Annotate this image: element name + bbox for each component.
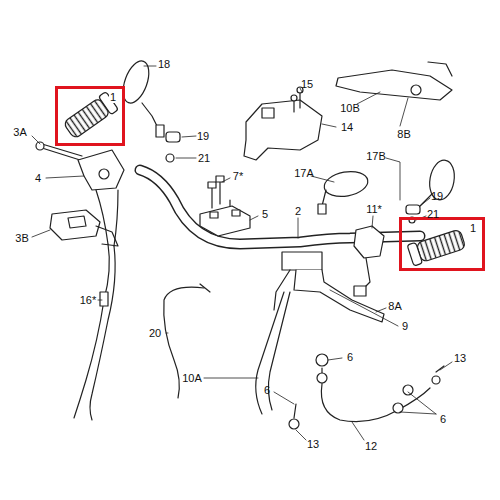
- callout-number: 19: [431, 190, 443, 202]
- callout-number: 8A: [388, 300, 401, 312]
- callout-number: 21: [427, 208, 439, 220]
- callout-number: 9: [402, 320, 408, 332]
- callout-number: 1: [109, 91, 117, 103]
- highlight-box: 1: [55, 86, 125, 146]
- callout-number: 18: [158, 58, 170, 70]
- callout-number: 11*: [366, 203, 382, 215]
- callout-number: 13: [454, 352, 466, 364]
- callout-number: 12: [365, 440, 377, 452]
- callout-number: 15: [301, 78, 313, 90]
- callout-number: 7*: [233, 170, 243, 182]
- callout-number: 17A: [294, 167, 314, 179]
- callout-number: 17B: [366, 150, 386, 162]
- highlight-box: 1: [399, 217, 485, 271]
- callout-number: 6: [264, 384, 270, 396]
- callout-number: 13: [307, 438, 319, 450]
- callout-number: 5: [262, 208, 268, 220]
- callout-number: 10A: [182, 372, 202, 384]
- callout-number: 8B: [397, 128, 410, 140]
- callout-number: 1: [469, 222, 477, 234]
- callout-number: 20: [149, 327, 161, 339]
- callout-number: 21: [198, 152, 210, 164]
- callout-number: 6: [440, 413, 446, 425]
- callout-number: 3B: [15, 232, 28, 244]
- callout-number: 2: [295, 205, 301, 217]
- callout-number: 16*: [80, 294, 97, 306]
- callout-number: 3A: [13, 126, 26, 138]
- callout-number: 4: [35, 172, 41, 184]
- callout-number: 19: [197, 130, 209, 142]
- callout-number: 6: [347, 351, 353, 363]
- callout-number: 10B: [340, 102, 360, 114]
- callout-number: 14: [341, 121, 353, 133]
